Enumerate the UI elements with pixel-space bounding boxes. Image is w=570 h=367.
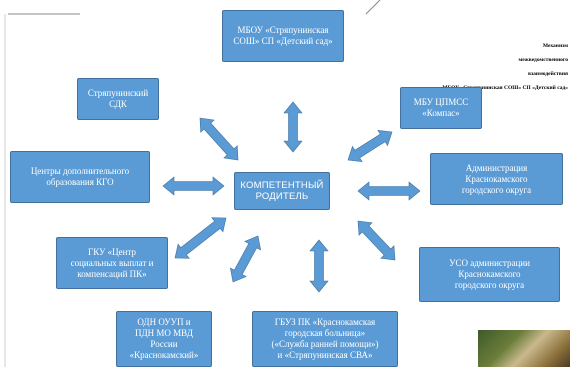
title-line-3: взаимодействия	[527, 71, 568, 77]
node-center: КОМПЕТЕНТНЫЙ РОДИТЕЛЬ	[234, 172, 330, 210]
arrow-gku	[174, 217, 227, 259]
arrow-admin	[357, 181, 421, 201]
title-line-1: Механизм	[542, 43, 568, 49]
node-odn: ОДН ОУУП и ПДН МО МВД России «Краснокамс…	[116, 311, 212, 367]
node-uso: УСО администрации Краснокамского городск…	[419, 247, 560, 302]
arrow-centers	[162, 176, 225, 196]
node-compass: МБУ ЦПМСС «Компас»	[400, 87, 482, 129]
arrow-uso	[357, 220, 396, 261]
node-centers: Центры дополнительного образования КГО	[10, 151, 150, 203]
arrow-odn	[229, 235, 262, 283]
title-line-2: межведомственного	[518, 57, 568, 63]
arrow-top	[283, 101, 303, 153]
node-admin: Администрация Краснокамского городского …	[430, 153, 563, 205]
node-sdk: Стряпунинский СДК	[77, 78, 159, 120]
node-gbuz: ГБУЗ ПК «Краснокамская городская больниц…	[252, 311, 398, 367]
arrow-gbuz	[309, 239, 329, 293]
corner-photo	[478, 330, 570, 367]
node-top: МБОУ «Стряпунинская СОШ» СП «Детский сад…	[222, 10, 344, 62]
arrow-sdk	[199, 117, 239, 161]
arrow-compass	[347, 129, 393, 163]
node-gku: ГКУ «Центр социальных выплат и компенсац…	[56, 237, 168, 289]
